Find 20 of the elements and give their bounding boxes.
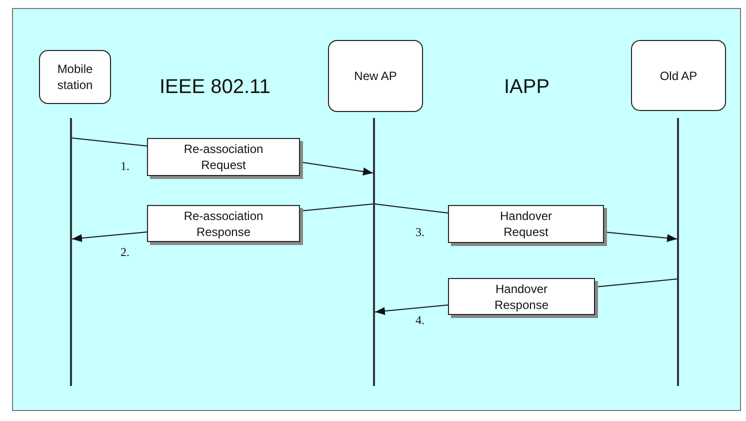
step-number: 2. xyxy=(120,244,130,260)
message-box: Re-association Response xyxy=(147,205,300,242)
message-arrow xyxy=(72,232,148,242)
lifeline xyxy=(373,118,375,386)
step-number: 3. xyxy=(416,224,424,240)
lifeline xyxy=(70,118,72,386)
participant-box: Old AP xyxy=(631,40,726,111)
step-number: 4. xyxy=(416,312,424,328)
message-box: Handover Response xyxy=(448,278,595,315)
lifeline xyxy=(677,118,679,386)
message-line xyxy=(72,138,148,146)
message-arrow xyxy=(374,304,448,316)
protocol-label: IAPP xyxy=(504,76,550,98)
message-box: Re-association Request xyxy=(147,138,300,176)
message-line xyxy=(374,204,448,214)
participant-box: New AP xyxy=(328,40,423,112)
step-number: 1. xyxy=(120,158,130,174)
participant-box: Mobile station xyxy=(39,50,111,104)
message-box: Handover Request xyxy=(448,205,604,243)
protocol-label: IEEE 802.11 xyxy=(160,76,270,98)
